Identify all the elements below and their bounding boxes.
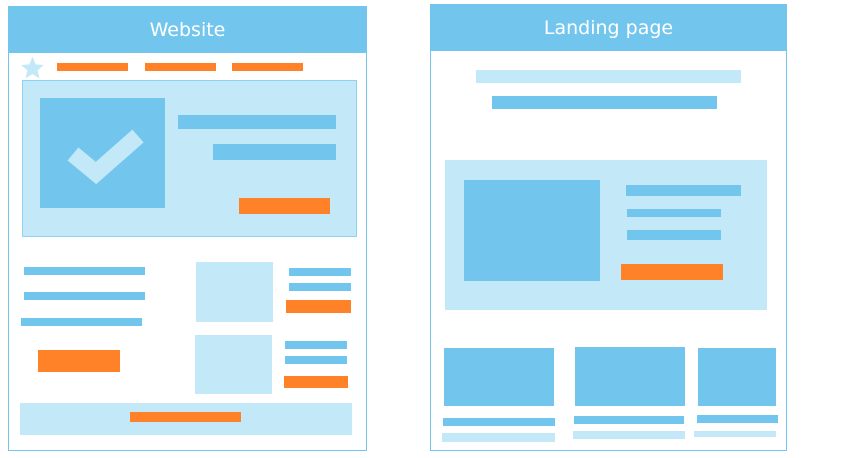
landing-card-line	[694, 431, 776, 437]
landing-card-image-1	[444, 348, 554, 406]
landing-hero-line	[626, 185, 741, 196]
star-icon	[21, 56, 44, 79]
text-line	[21, 318, 142, 326]
landing-hero-line	[627, 230, 721, 240]
nav-link-2[interactable]	[145, 63, 216, 71]
card-button-1[interactable]	[286, 300, 351, 313]
card-line	[289, 268, 351, 276]
landing-header: Landing page	[430, 4, 787, 51]
landing-cta-button[interactable]	[621, 264, 723, 280]
landing-card-line	[573, 431, 685, 439]
landing-title: Landing page	[543, 16, 674, 39]
hero-cta-button[interactable]	[239, 198, 330, 214]
text-line	[24, 292, 145, 300]
hero-image	[40, 98, 165, 208]
hero-heading-line	[178, 115, 336, 129]
landing-card-line	[442, 433, 555, 442]
landing-card-line	[697, 415, 778, 423]
card-line	[285, 356, 347, 364]
landing-card-image-3	[698, 348, 776, 406]
landing-hero-line	[627, 209, 721, 217]
website-header: Website	[8, 6, 367, 53]
footer-bar[interactable]	[130, 412, 241, 422]
nav-link-3[interactable]	[232, 63, 303, 71]
landing-hero-image	[464, 180, 600, 281]
card-image-2	[195, 335, 272, 394]
landing-subheading-line	[492, 96, 717, 109]
landing-heading-line	[476, 70, 741, 83]
card-line	[285, 341, 347, 349]
text-line	[24, 267, 145, 275]
landing-card-line	[443, 418, 555, 426]
hero-subheading-line	[213, 144, 336, 160]
landing-card-image-2	[575, 347, 685, 406]
checkmark-icon	[67, 129, 144, 185]
card-button-2[interactable]	[284, 376, 348, 388]
card-image-1	[196, 262, 273, 322]
nav-link-1[interactable]	[57, 63, 128, 71]
website-title: Website	[149, 18, 226, 41]
content-button[interactable]	[38, 350, 120, 372]
card-line	[289, 283, 351, 291]
landing-card-line	[574, 416, 684, 424]
